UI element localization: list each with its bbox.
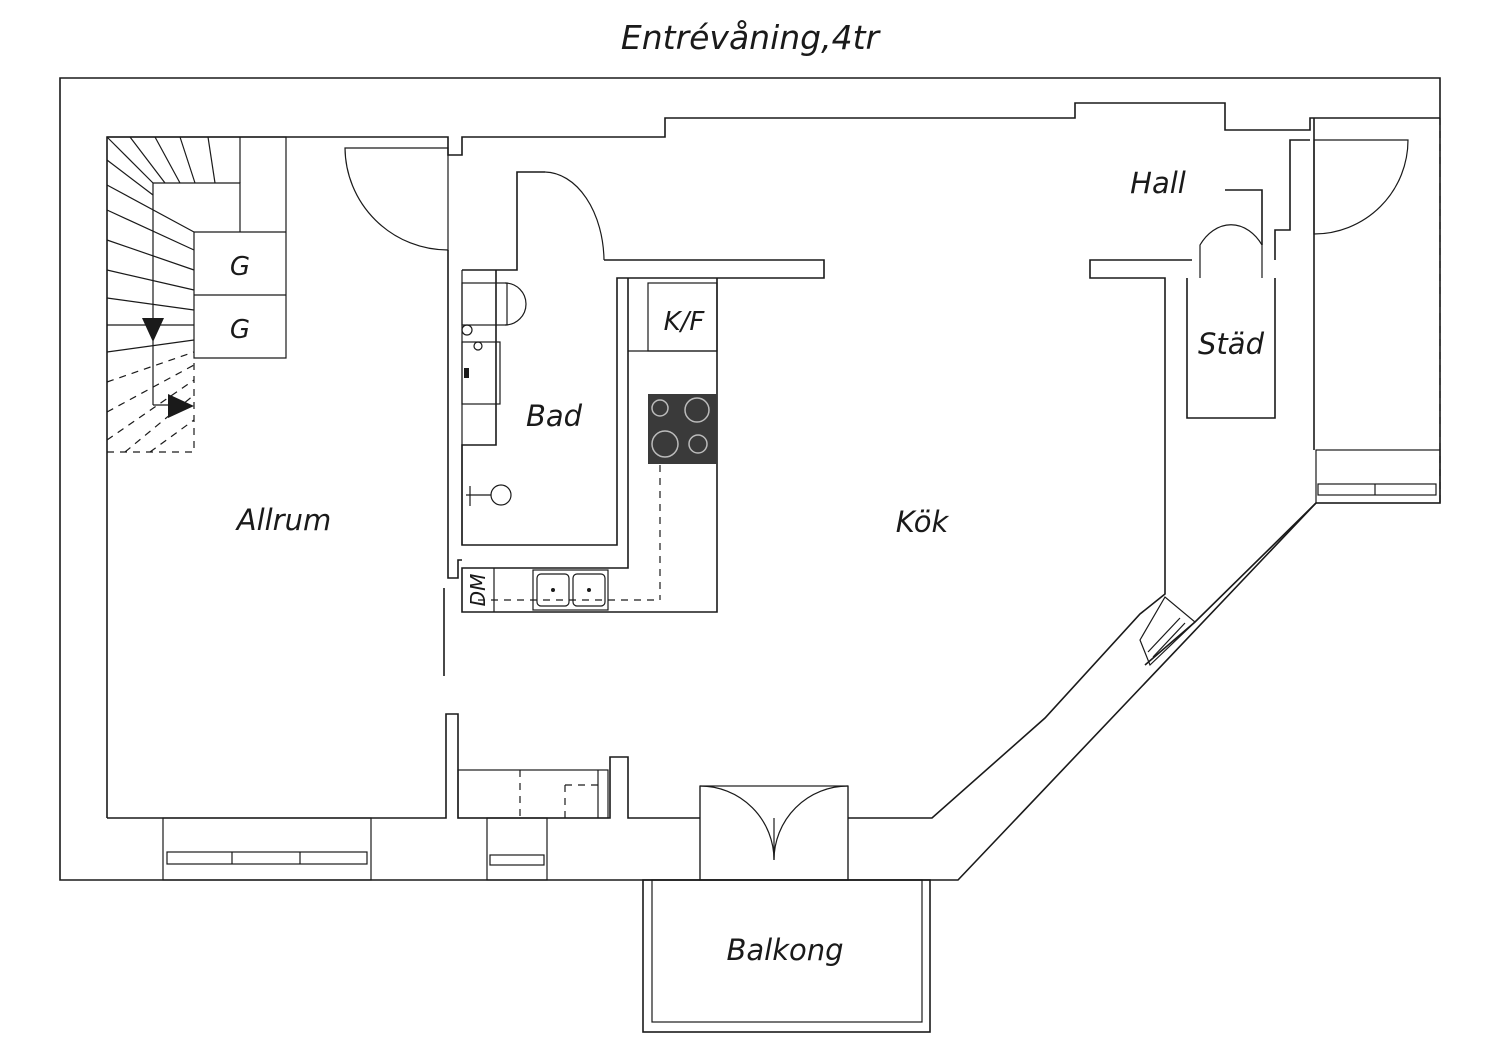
window-hall [1315,449,1441,504]
kitchen-sink [532,569,609,611]
dishwasher-label: DM [466,574,490,607]
room-label-hall: Hall [1130,166,1186,200]
room-label-kok: Kök [896,505,950,539]
balcony-door [699,785,849,881]
closet-label-2: G [230,315,250,345]
inner-wall [106,102,1440,818]
stove [648,394,717,464]
staircase [106,136,287,453]
window-diagonal [1139,596,1196,667]
inner-wall-lower [107,713,700,819]
diagonal-wall [1144,502,1317,666]
lower-cabinets [457,769,609,819]
room-label-stad: Städ [1198,327,1265,361]
inner-wall-right [848,259,1192,819]
closet-label-1: G [230,252,250,282]
plan-title: Entrévåning,4tr [620,18,880,57]
shower [466,484,512,506]
bathroom-walls [447,171,825,579]
room-label-balkong: Balkong [726,933,843,967]
washbasin [461,324,501,405]
window-allrum [162,817,372,881]
hall-door [1274,139,1409,260]
allrum-door [344,147,449,251]
outer-wall [59,77,1441,881]
room-label-bad: Bad [526,399,583,433]
fridge-label: K/F [664,307,706,337]
toilet [461,282,527,326]
stad-closet [1186,189,1276,419]
window-kitchen-small [486,817,548,881]
room-label-allrum: Allrum [235,503,332,537]
